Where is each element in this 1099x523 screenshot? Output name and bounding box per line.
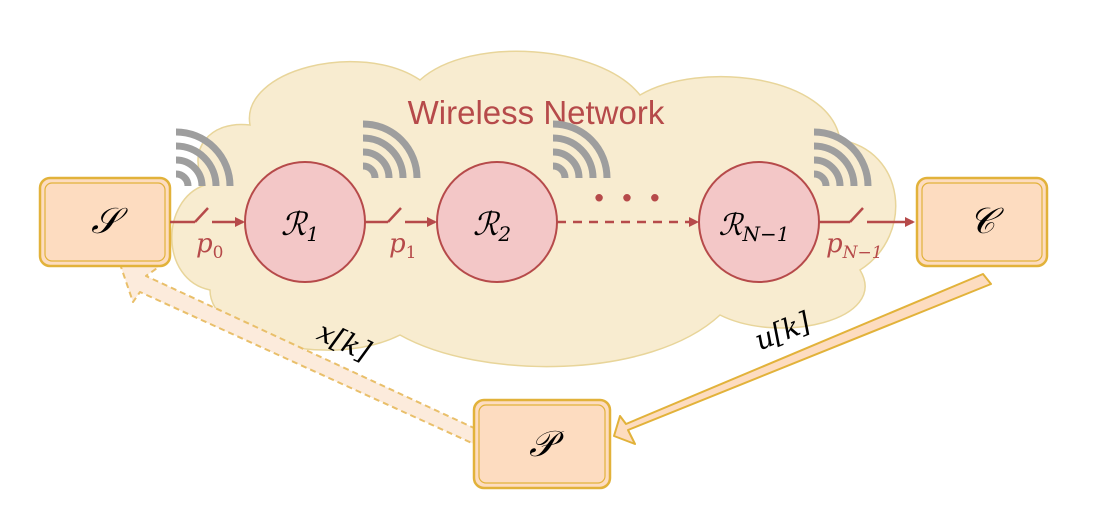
link-prob-pN1: pN−1 [826,229,883,263]
wifi-icon [362,120,421,179]
network-title: Wireless Network [408,94,665,131]
link-prob-p0: p0 [196,229,223,263]
svg-text:ℛN−1: ℛN−1 [719,208,790,246]
relay-symbol: ℛ [719,208,745,243]
wifi-icon [552,120,611,179]
wifi-icon [813,128,872,187]
link-r1-r2 [365,207,437,227]
relay-symbol: ℛ [473,205,501,243]
relay-subscript: 1 [306,222,319,246]
wifi-icon [175,128,234,187]
svg-text:ℛ2: ℛ2 [473,205,511,246]
control-input-arrow [613,273,992,445]
switch-icon [194,207,209,223]
relay-symbol: ℛ [281,205,309,243]
sensor-box: 𝒮 [38,176,172,268]
controller-box: 𝒞 [915,176,1049,268]
state-measurement-arrow [119,263,475,445]
relay-subscript: 2 [497,222,511,246]
link-s-r1 [170,207,245,227]
switch-icon [387,207,402,223]
relay-node: ℛ2 [436,161,558,283]
svg-text:ℛ1: ℛ1 [281,205,319,246]
plant-box: 𝒫 [472,398,612,490]
switch-icon [849,207,864,223]
relay-ellipsis: · · · [592,175,662,222]
relay-node: ℛN−1 [698,161,820,283]
relay-subscript: N−1 [741,222,789,246]
link-rn1-c [819,207,915,227]
relay-node: ℛ1 [244,161,366,283]
link-prob-p1: p1 [389,229,416,263]
